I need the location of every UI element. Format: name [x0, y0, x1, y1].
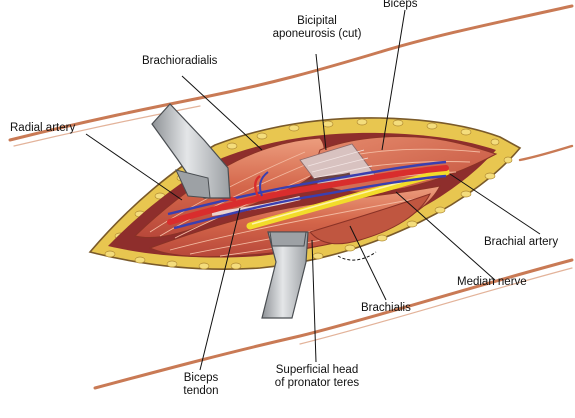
leader-biceps-tendon: [199, 207, 241, 371]
aponeurosis-cut-edge: [301, 172, 351, 186]
label-biceps: Biceps: [383, 0, 418, 10]
radial-branch-artery: [254, 175, 261, 197]
leader-bicipital: [315, 53, 327, 151]
label-pronator-line1: Superficial head: [275, 364, 359, 376]
label-biceps-tendon-line1: Biceps: [183, 372, 219, 384]
label-bicipital-line2: aponeurosis (cut): [272, 28, 362, 40]
label-bicipital-aponeurosis: Bicipital aponeurosis (cut): [263, 15, 371, 41]
skin-outline: [8, 4, 574, 390]
leader-radial-artery: [85, 133, 183, 201]
radial-branch-vein: [259, 171, 269, 197]
label-brachialis: Brachialis: [361, 302, 411, 314]
leader-brachialis: [349, 225, 387, 301]
skin-line-lower: [93, 258, 574, 390]
vena-comitans-lower: [173, 174, 447, 230]
label-bicipital-line1: Bicipital: [297, 15, 337, 27]
label-brachial-artery: Brachial artery: [484, 236, 559, 248]
skin-line-right: [518, 144, 574, 162]
median-nerve-highlight: [251, 181, 403, 225]
median-nerve: [246, 168, 450, 230]
brachial-artery: [167, 165, 449, 225]
skin-line-upper-inner: [13, 105, 201, 147]
label-brachioradialis: Brachioradialis: [142, 55, 218, 67]
aponeurosis-fibers: [307, 149, 373, 179]
skin-line-lower-inner: [299, 267, 573, 345]
skin-line-upper: [8, 4, 574, 142]
leader-biceps: [381, 9, 406, 151]
leader-lines: [85, 9, 541, 371]
label-radial-artery: Radial artery: [10, 122, 76, 134]
retractor-upper: [151, 103, 231, 199]
retractor-lower: [261, 231, 309, 319]
label-biceps-tendon: Biceps tendon: [170, 372, 232, 398]
leader-pronator: [311, 239, 317, 363]
label-median-nerve: Median nerve: [457, 276, 527, 288]
label-biceps-tendon-line2: tendon: [183, 385, 219, 397]
leader-brachioradialis: [181, 75, 263, 151]
leader-brachial-artery: [449, 173, 541, 235]
vena-comitans-upper: [167, 160, 447, 216]
dashed-outline: [337, 251, 377, 261]
leader-median-nerve: [395, 191, 496, 281]
label-pronator-line2: of pronator teres: [274, 377, 360, 389]
label-pronator-teres: Superficial head of pronator teres: [262, 364, 372, 390]
